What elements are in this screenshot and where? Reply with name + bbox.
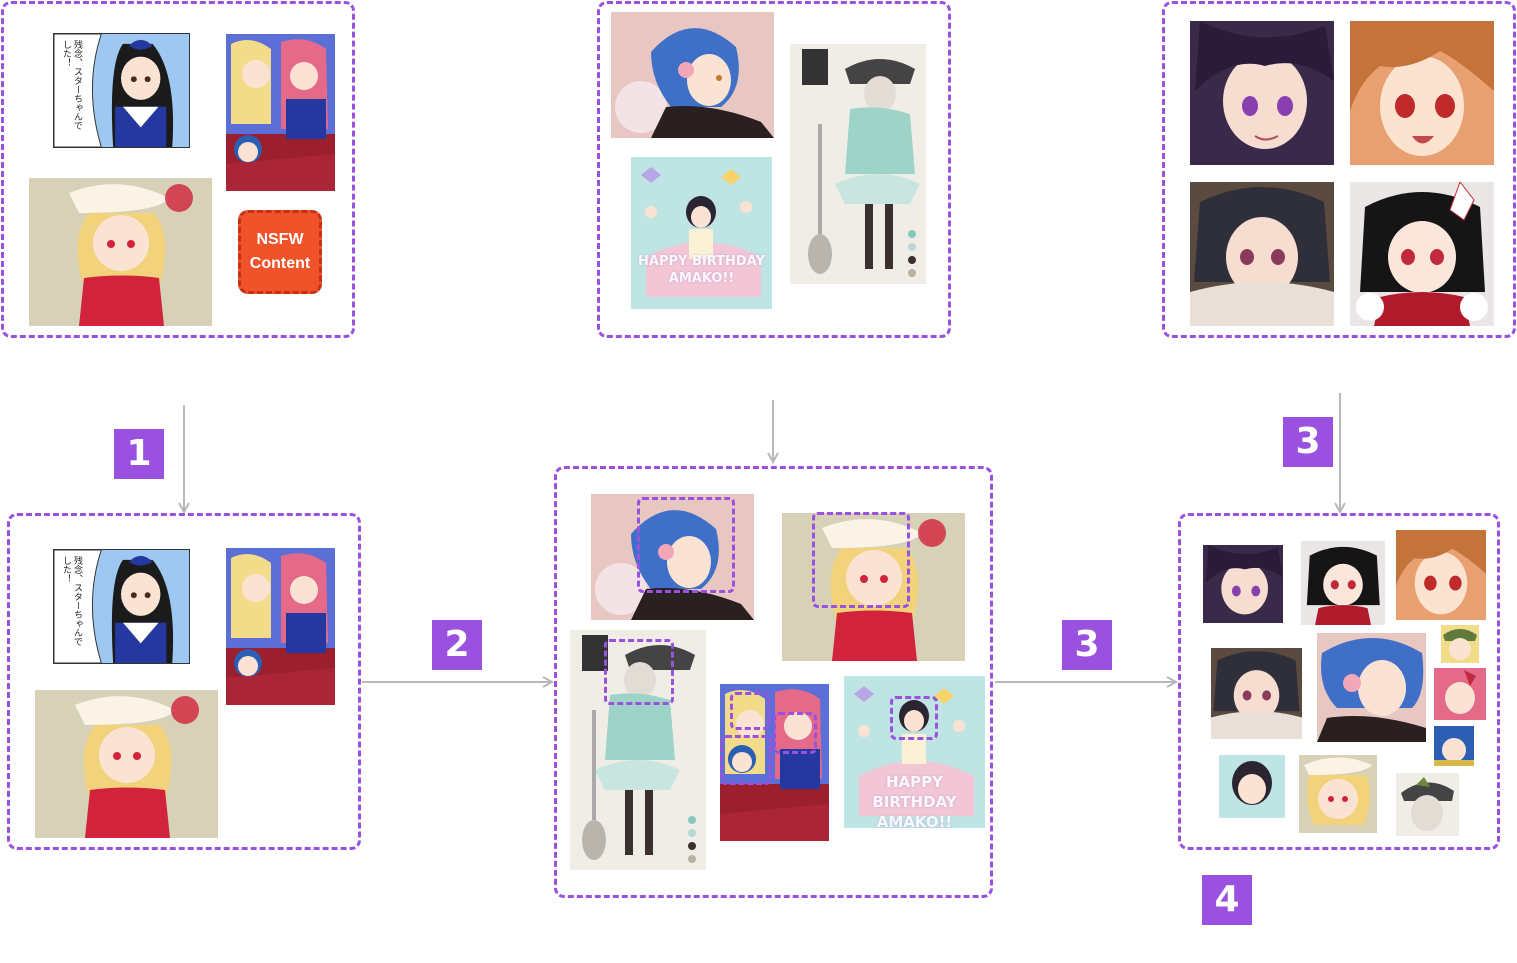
flandre-image-filtered	[35, 690, 218, 838]
nsfw-tag-line2: Content	[249, 255, 311, 272]
poster-caption: HAPPY BIRTHDAY AMAKO!!	[631, 253, 772, 287]
face-crop-purple	[1203, 545, 1283, 623]
doll-spoon-image	[790, 44, 926, 284]
face-crop-blue	[1317, 633, 1426, 742]
group-idol-image-detect	[720, 684, 829, 841]
step-badge-3-right: 3	[1283, 417, 1333, 467]
face-crop-idol-3	[1434, 726, 1474, 766]
face-purple-hair	[1190, 21, 1334, 165]
face-crop-flandre	[1299, 755, 1377, 833]
face-crop-idol-1	[1441, 625, 1479, 663]
face-crop-orange	[1396, 530, 1486, 620]
group-idol-image	[226, 34, 335, 191]
face-crop-doll	[1396, 773, 1459, 836]
face-crop-poster	[1219, 755, 1285, 818]
face-box	[637, 497, 735, 593]
step-badge-2: 2	[432, 620, 482, 670]
poster-caption-line1: HAPPY BIRTHDAY	[872, 773, 957, 811]
step-badge-4: 4	[1202, 875, 1252, 925]
face-box	[720, 735, 772, 785]
face-box	[730, 692, 770, 730]
face-crop-idol-2	[1434, 668, 1486, 720]
poster-caption-detect: HAPPY BIRTHDAY AMAKO!!	[844, 772, 985, 832]
step-badge-3-mid: 3	[1062, 620, 1112, 670]
face-orange-hair	[1350, 21, 1494, 165]
face-box	[604, 639, 674, 705]
manga-panel-image	[53, 33, 190, 148]
blue-hair-image	[611, 12, 774, 138]
group-idol-image-filtered	[226, 548, 335, 705]
face-scarf-girl	[1190, 182, 1334, 326]
face-crop-scarf	[1211, 648, 1302, 739]
manga-bubble-text: 残念、スターちゃんでした！	[61, 40, 82, 130]
manga-bubble-text-filtered: 残念、スターちゃんでした！	[61, 556, 82, 646]
blue-hair-image-detect	[591, 494, 754, 620]
face-box	[812, 512, 910, 608]
flandre-image	[29, 178, 212, 326]
nsfw-tag-line1: NSFW	[256, 231, 304, 248]
nsfw-content-tag: NSFW Content	[238, 210, 322, 294]
poster-caption-line2: AMAKO!!	[668, 271, 735, 286]
doll-spoon-image-detect	[570, 630, 706, 870]
face-box	[890, 696, 938, 740]
face-crop-fox	[1301, 541, 1385, 625]
step-badge-1: 1	[114, 429, 164, 479]
poster-caption-line2: AMAKO!!	[876, 813, 953, 831]
birthday-poster-image	[631, 157, 772, 309]
poster-caption-line1: HAPPY BIRTHDAY	[638, 254, 765, 269]
face-fox-mask-girl	[1350, 182, 1494, 326]
face-box	[773, 712, 817, 754]
manga-panel-image-filtered	[53, 549, 190, 664]
